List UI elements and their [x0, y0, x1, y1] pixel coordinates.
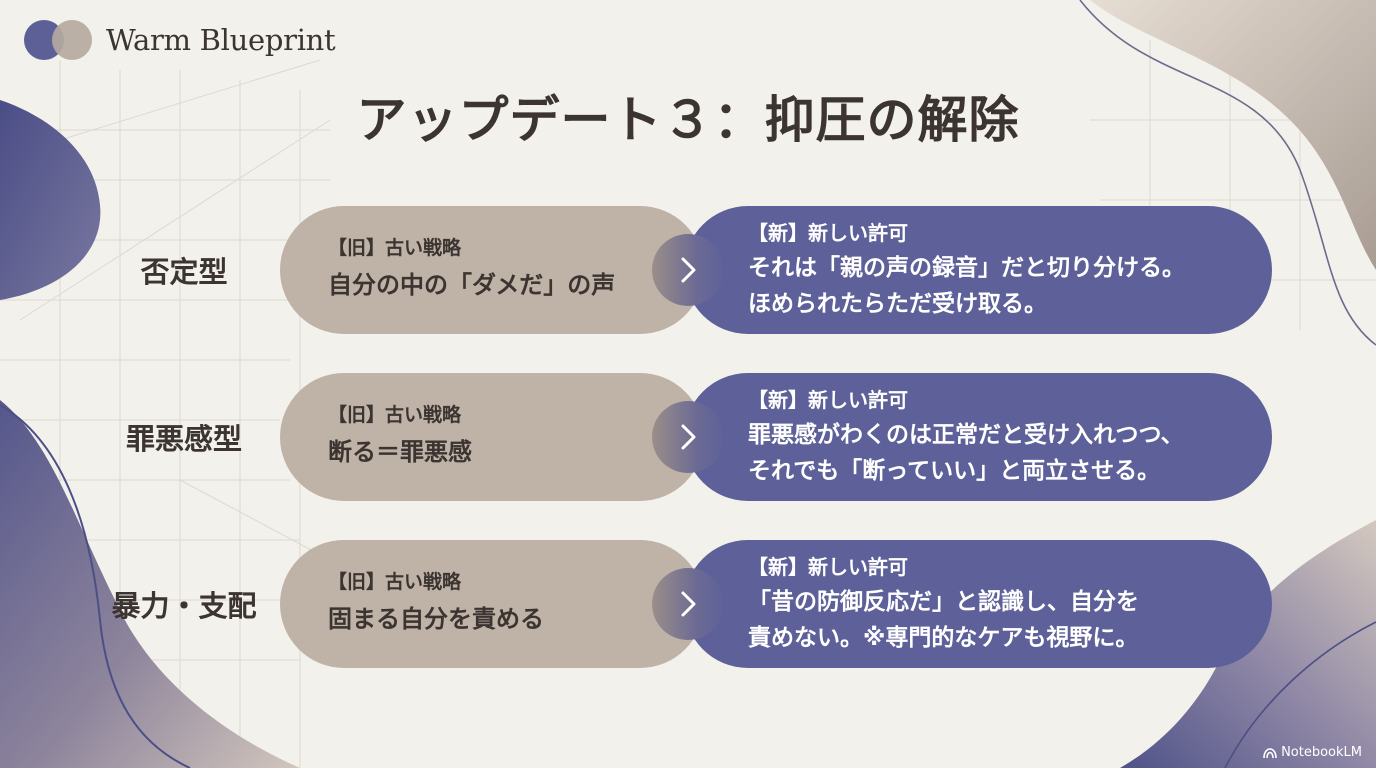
- new-permission-tag: 【新】新しい許可: [748, 555, 908, 579]
- old-strategy-tag: 【旧】古い戦略: [328, 237, 462, 259]
- chevron-right-icon: [652, 568, 724, 640]
- new-permission-line: 「昔の防御反応だ」と認識し、自分を: [748, 589, 1139, 615]
- chevron-right-icon: [652, 234, 724, 306]
- row-violence-control: 暴力・支配 【旧】古い戦略 固まる自分を責める 【新】新しい許可 「昔の防御反応…: [0, 539, 1376, 669]
- old-strategy-card: 【旧】古い戦略 固まる自分を責める: [280, 540, 704, 668]
- brand-mark-icon: [22, 16, 96, 64]
- old-strategy-card: 【旧】古い戦略 自分の中の「ダメだ」の声: [280, 206, 704, 334]
- new-permission-card: 【新】新しい許可 それは「親の声の録音」だと切り分ける。 ほめられたらただ受け取…: [684, 206, 1272, 334]
- old-strategy-text: 自分の中の「ダメだ」の声: [328, 271, 616, 299]
- old-strategy-tag: 【旧】古い戦略: [328, 404, 462, 426]
- old-strategy-text: 断る＝罪悪感: [328, 438, 472, 466]
- new-permission-text: 罪悪感がわくのは正常だと受け入れつつ、 それでも「断っていい」と両立させる。: [748, 417, 1272, 489]
- new-permission-card: 【新】新しい許可 罪悪感がわくのは正常だと受け入れつつ、 それでも「断っていい」…: [684, 373, 1272, 501]
- notebooklm-watermark: NotebookLM: [1263, 745, 1362, 760]
- chevron-right-icon: [652, 401, 724, 473]
- new-permission-line: 罪悪感がわくのは正常だと受け入れつつ、: [748, 422, 1184, 448]
- new-permission-line: それは「親の声の録音」だと切り分ける。: [748, 255, 1185, 281]
- new-permission-line: ほめられたらただ受け取る。: [748, 291, 1047, 317]
- new-permission-tag: 【新】新しい許可: [748, 221, 908, 245]
- row-guilt: 罪悪感型 【旧】古い戦略 断る＝罪悪感 【新】新しい許可 罪悪感がわくのは正常だ…: [0, 372, 1376, 502]
- old-strategy-tag: 【旧】古い戦略: [328, 571, 462, 593]
- row-label: 罪悪感型: [125, 422, 242, 456]
- new-permission-line: 責めない。※専門的なケアも視野に。: [748, 625, 1139, 651]
- brand-logo: Warm Blueprint: [22, 16, 336, 64]
- new-permission-tag: 【新】新しい許可: [748, 388, 908, 412]
- new-permission-line: それでも「断っていい」と両立させる。: [748, 458, 1161, 484]
- old-strategy-text: 固まる自分を責める: [328, 605, 544, 633]
- row-label: 暴力・支配: [111, 589, 257, 623]
- new-permission-text: 「昔の防御反応だ」と認識し、自分を 責めない。※専門的なケアも視野に。: [748, 584, 1272, 656]
- watermark-text: NotebookLM: [1281, 745, 1362, 760]
- row-label: 否定型: [140, 255, 228, 289]
- new-permission-card: 【新】新しい許可 「昔の防御反応だ」と認識し、自分を 責めない。※専門的なケアも…: [684, 540, 1272, 668]
- new-permission-text: それは「親の声の録音」だと切り分ける。 ほめられたらただ受け取る。: [748, 250, 1272, 322]
- notebooklm-logo-icon: [1263, 747, 1277, 758]
- page-title: アップデート３：抑圧の解除: [356, 91, 1020, 149]
- row-denial: 否定型 【旧】古い戦略 自分の中の「ダメだ」の声 【新】新しい許可 それは「親の…: [0, 205, 1376, 335]
- brand-name: Warm Blueprint: [106, 23, 336, 57]
- old-strategy-card: 【旧】古い戦略 断る＝罪悪感: [280, 373, 704, 501]
